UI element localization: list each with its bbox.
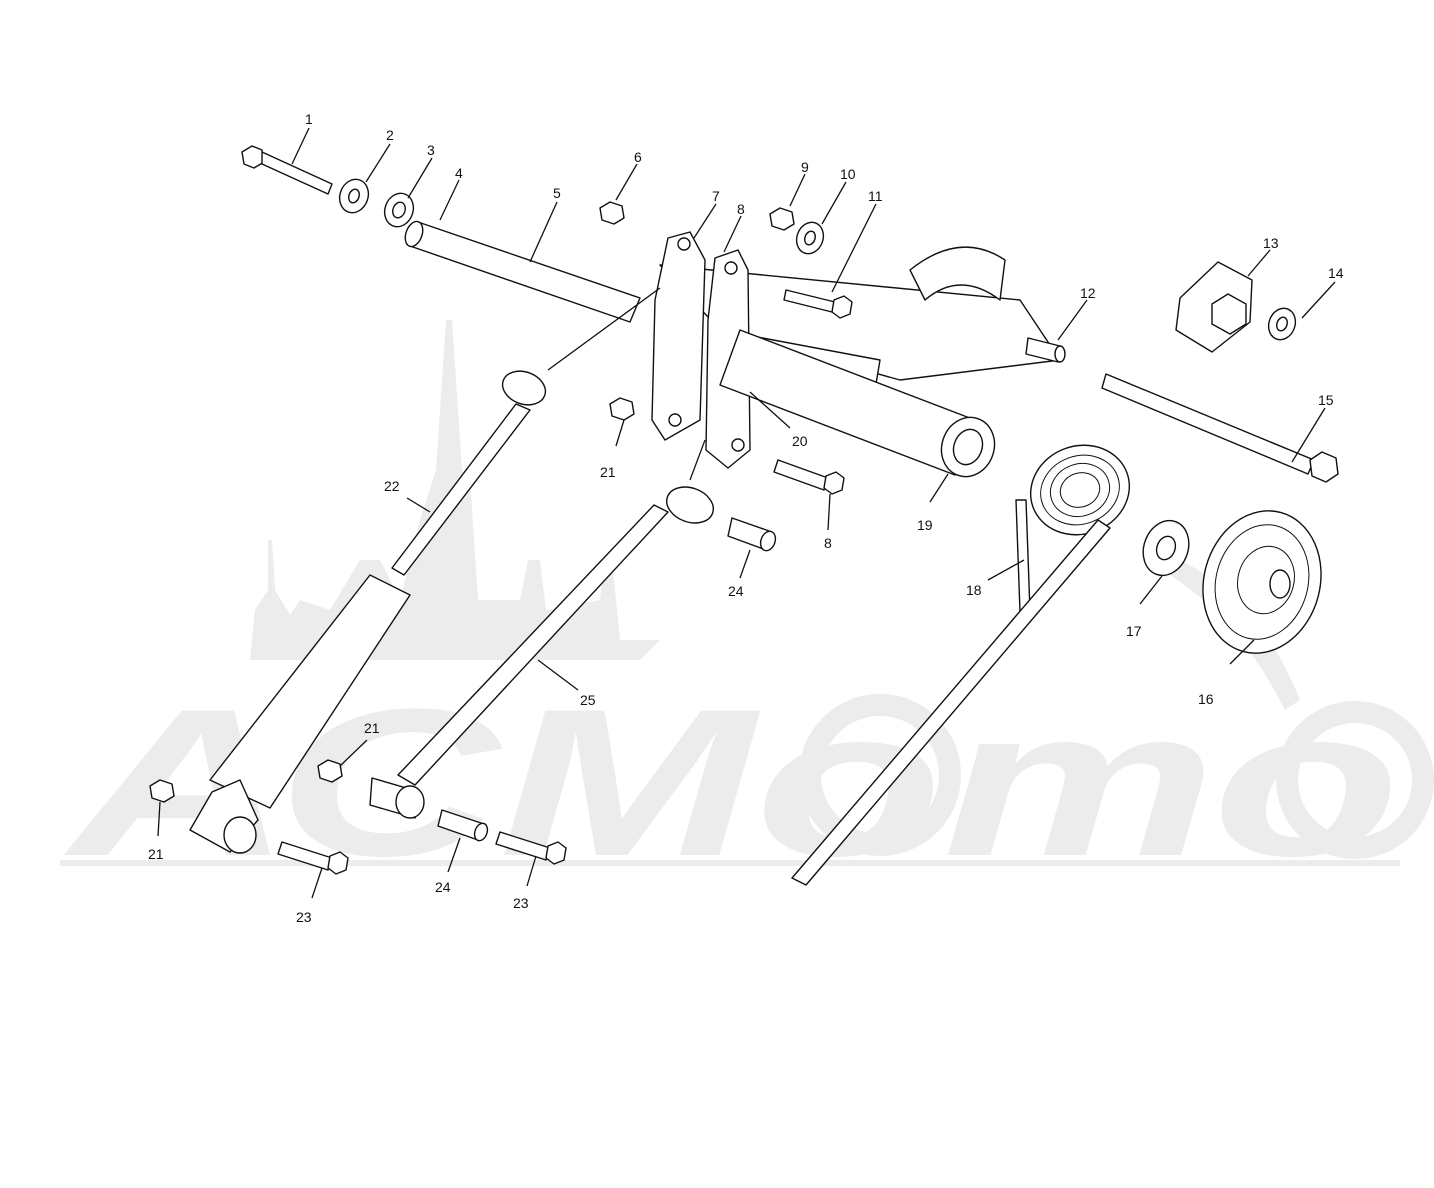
- part-22-shock: [189, 370, 547, 854]
- part-1-bolt: [241, 145, 333, 195]
- label-24-upper: 24: [728, 583, 744, 599]
- label-10: 10: [840, 166, 856, 182]
- label-4: 4: [455, 165, 463, 181]
- part-21-nut-lower-left: [149, 779, 175, 803]
- part-5-tube: [404, 220, 641, 323]
- part-24-bushing-lower: [437, 809, 489, 842]
- label-20: 20: [792, 433, 808, 449]
- label-8-lower: 8: [824, 535, 832, 551]
- label-3: 3: [427, 142, 435, 158]
- label-9: 9: [801, 159, 809, 175]
- part-21-nut: [609, 397, 635, 421]
- label-15: 15: [1318, 392, 1334, 408]
- part-8-bolt: [773, 459, 845, 495]
- leader-lines: [157, 127, 1336, 899]
- label-24-lower: 24: [435, 879, 451, 895]
- label-18: 18: [966, 582, 982, 598]
- label-21-center: 21: [600, 464, 616, 480]
- label-11: 11: [868, 188, 883, 204]
- label-23-right: 23: [513, 895, 529, 911]
- part-18-spring: [791, 444, 1131, 886]
- label-12: 12: [1080, 285, 1096, 301]
- part-23-bolt: [277, 841, 349, 875]
- label-7: 7: [712, 188, 720, 204]
- label-17: 17: [1126, 623, 1142, 639]
- part-23-bolt-2: [495, 831, 567, 865]
- label-2: 2: [386, 127, 394, 143]
- label-1: 1: [305, 111, 313, 127]
- part-14-washer: [1267, 307, 1297, 341]
- label-5: 5: [553, 185, 561, 201]
- part-24-bushing: [727, 517, 777, 552]
- label-21-left: 21: [148, 846, 164, 862]
- part-9-nut: [769, 207, 795, 231]
- label-16: 16: [1198, 691, 1214, 707]
- label-23-left: 23: [296, 909, 312, 925]
- part-2-washer: [338, 178, 370, 214]
- part-25-arm: [369, 486, 714, 819]
- part-3-washer: [383, 192, 415, 228]
- label-21-mid: 21: [364, 720, 380, 736]
- part-13-nut-block: [1175, 261, 1253, 353]
- part-11-bolt: [783, 289, 853, 319]
- part-17-washer: [1142, 519, 1190, 577]
- part-16-wheel: [1202, 510, 1322, 654]
- part-15-bolt: [1101, 373, 1339, 483]
- label-19: 19: [917, 517, 933, 533]
- part-6-nut: [599, 201, 625, 225]
- label-6: 6: [634, 149, 642, 165]
- label-13: 13: [1263, 235, 1279, 251]
- part-21-nut-lower-mid: [317, 759, 343, 783]
- label-8: 8: [737, 201, 745, 217]
- label-22: 22: [384, 478, 400, 494]
- label-14: 14: [1328, 265, 1344, 281]
- callout-labels: 1 2 3 4 5 6 7 8 9 10 11 12 13 14 15 16 1…: [148, 111, 1344, 925]
- main-frame: [651, 231, 1066, 478]
- label-25: 25: [580, 692, 596, 708]
- part-10-washer: [795, 221, 825, 255]
